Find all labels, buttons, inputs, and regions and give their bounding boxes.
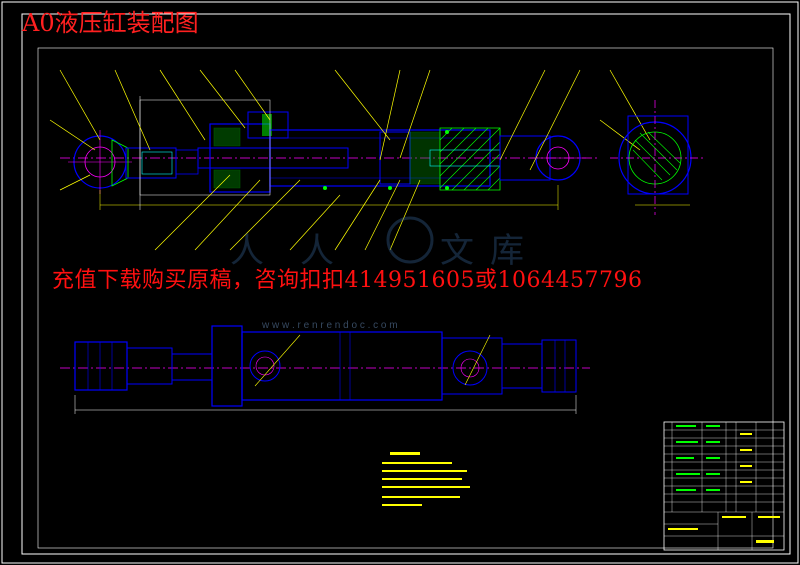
svg-text:库: 库 [490, 231, 524, 271]
drawing-title: A0液压缸装配图 [22, 9, 199, 37]
svg-text:文: 文 [440, 231, 474, 271]
svg-text:人: 人 [300, 231, 334, 271]
title-block [663, 421, 785, 551]
promo-banner: 充值下载购买原稿，咨询扣扣414951605或1064457796 [52, 268, 643, 293]
technical-requirements [382, 452, 470, 506]
part-leaders [49, 69, 651, 251]
external-view [60, 325, 590, 414]
assembly-section-view [60, 96, 600, 210]
side-view [610, 100, 705, 215]
svg-text:人: 人 [230, 231, 264, 271]
watermark-url: w w w . r e n r e n d o c . c o m [261, 320, 398, 331]
watermark-logo: 人 人 文 库 [230, 216, 524, 271]
inner-frame [37, 47, 774, 549]
drawing-frame [21, 13, 791, 555]
